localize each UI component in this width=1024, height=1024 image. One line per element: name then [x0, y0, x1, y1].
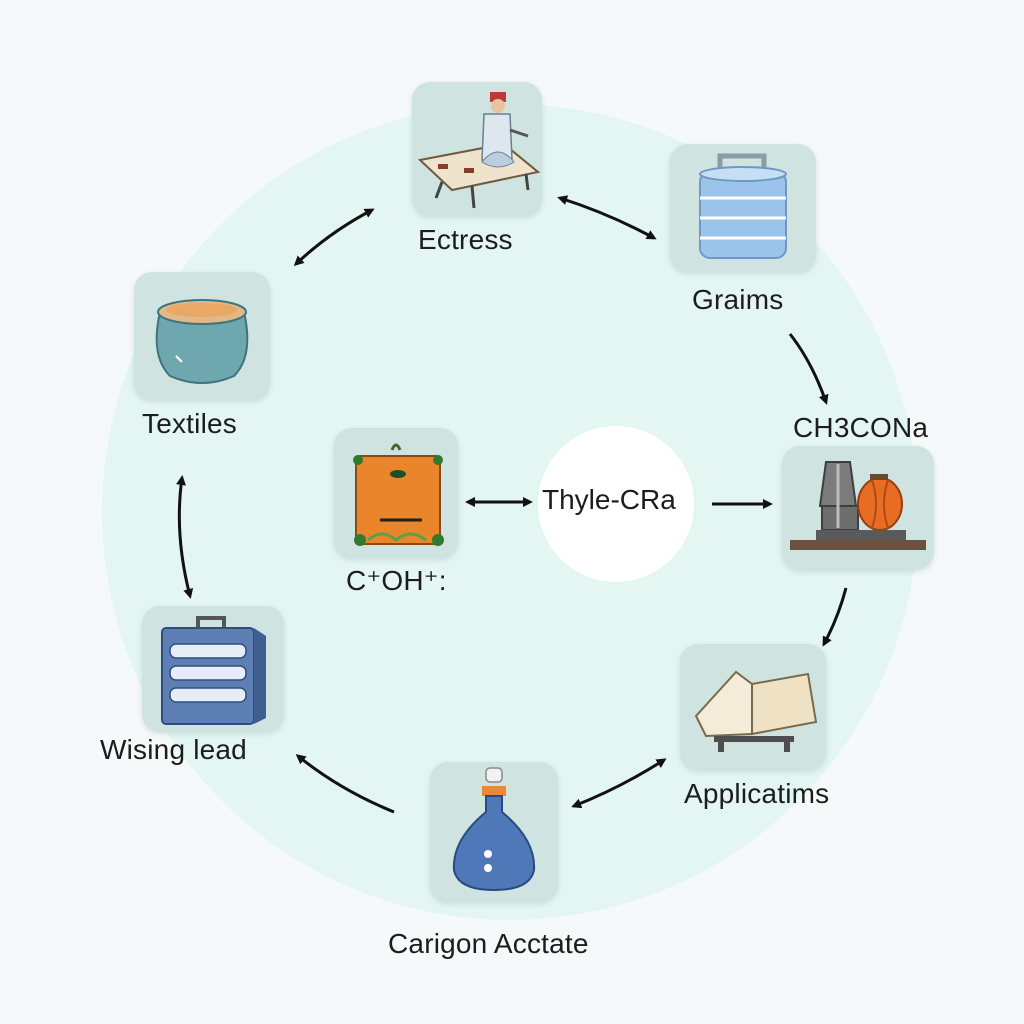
edge-graims-ch3coona: [788, 333, 829, 405]
node-c-oh-tile: [334, 428, 458, 558]
open-book-icon: [694, 670, 818, 752]
node-textiles-label: Textiles: [142, 408, 237, 439]
node-wising-lead-label: Wising lead: [100, 734, 247, 765]
node-ectress-tile: [412, 82, 542, 216]
bowl-icon: [155, 299, 249, 384]
edge-wising-textiles: [176, 475, 194, 599]
edge-carigon-wising: [295, 754, 395, 814]
node-ch3coona-tile: [782, 446, 934, 570]
node-applicatims-tile: [680, 644, 826, 770]
flask-icon: [452, 767, 536, 892]
edge-applicatims-carigon: [571, 758, 667, 809]
center-node-label: Thyle-CRa: [542, 484, 676, 515]
node-applicatims-label: Applicatims: [684, 778, 830, 809]
edge-textiles-ectress: [293, 208, 375, 267]
edge-ectress-graims: [557, 195, 657, 240]
orange-crate-icon: [353, 443, 444, 546]
node-graims-label: Graims: [692, 284, 784, 315]
lab-worker-icon: [417, 92, 541, 209]
node-carigon-acctate-tile: [430, 762, 558, 902]
node-ectress-label: Ectress: [418, 224, 513, 255]
node-c-oh-label: C⁺OH⁺:: [346, 565, 447, 596]
node-ch3coona-label: CH3CONa: [793, 412, 929, 443]
node-graims-tile: [670, 144, 816, 272]
server-case-icon: [161, 616, 266, 725]
node-textiles-tile: [134, 272, 270, 400]
node-wising-lead-tile: [142, 606, 284, 732]
center-node: [538, 426, 694, 582]
edge-ch3coona-applicatims: [822, 587, 848, 647]
furnace-icon: [790, 461, 926, 550]
barrel-icon: [699, 153, 787, 259]
node-carigon-acctate-label: Carigon Acctate: [388, 928, 589, 959]
